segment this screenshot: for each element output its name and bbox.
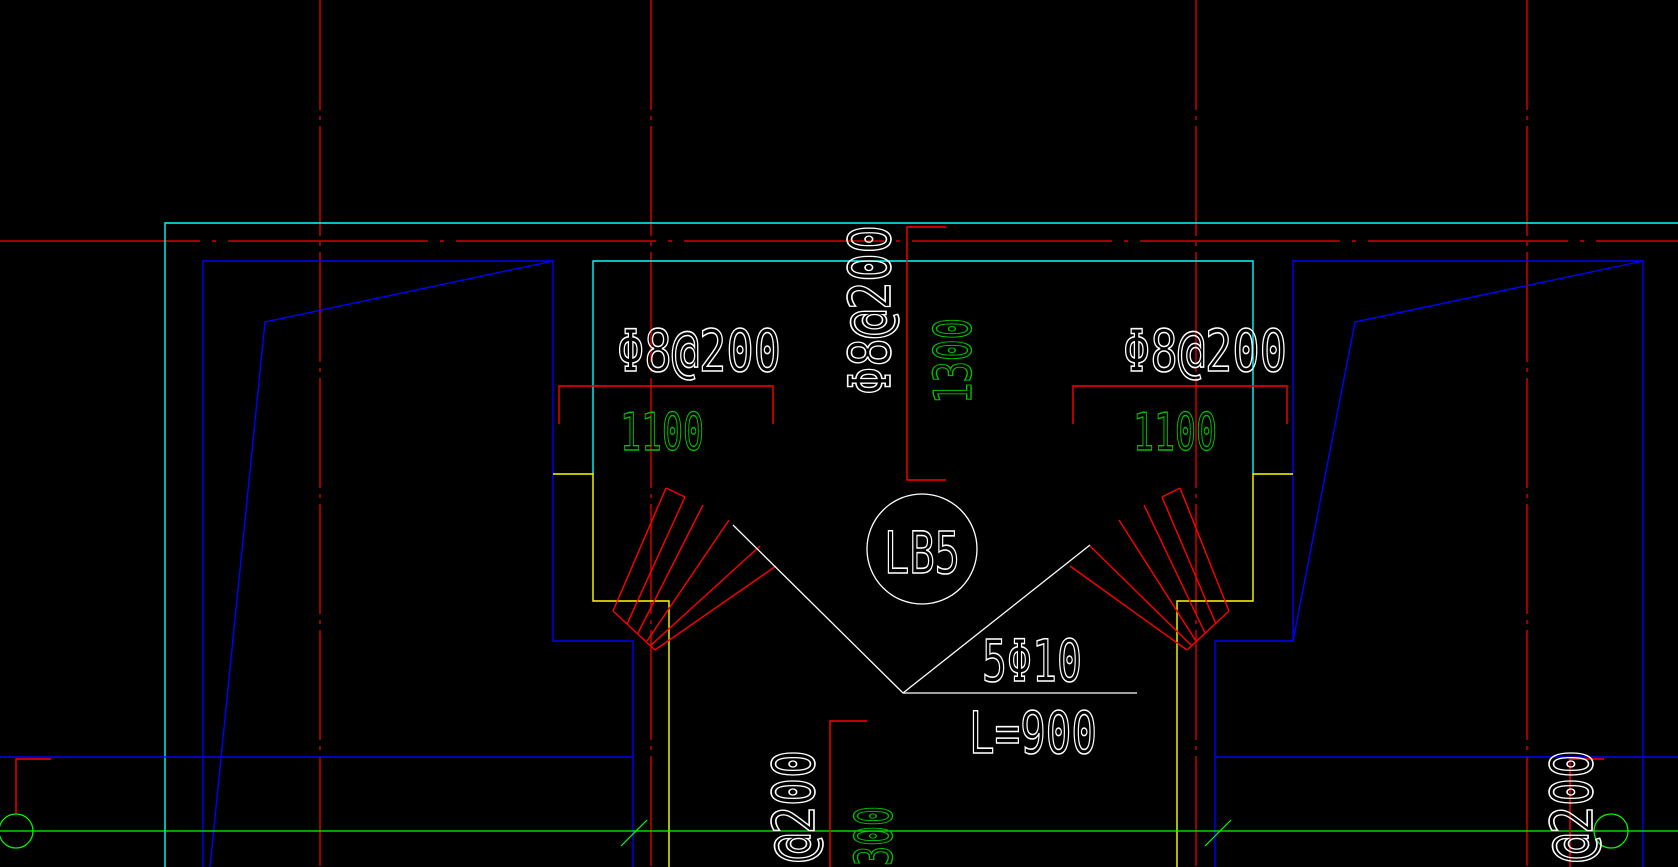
rebar-label-bottom-right-vertical: @200 — [1538, 750, 1606, 862]
column-right — [1176, 473, 1293, 867]
column-outlines — [553, 473, 1293, 867]
dimension-center-span: 1300 — [924, 318, 984, 404]
rebar-top-right — [1072, 385, 1288, 424]
fan-right-base — [1186, 610, 1230, 651]
leader-lines — [732, 493, 1137, 694]
diagonal-length-label: L=900 — [969, 699, 1097, 767]
slab-tag-circle — [866, 493, 978, 605]
rebar-label-center-vertical: Φ8@200 — [836, 225, 904, 395]
slab-tag-label: LB5 — [884, 519, 960, 587]
beam-right-slope — [1292, 260, 1644, 642]
fan-right-5 — [1089, 545, 1193, 647]
beam-outlines — [0, 260, 1678, 867]
dimension-left-span: 1100 — [620, 403, 704, 463]
fan-right-hook — [1161, 487, 1181, 498]
fan-left-2 — [626, 496, 686, 625]
rebar-bottom-left — [829, 720, 867, 867]
fan-left-3 — [637, 504, 704, 634]
green-tick-left — [620, 819, 648, 847]
green-circle-right — [1593, 813, 1629, 849]
rebar-bottom-edge — [15, 758, 51, 814]
beam-left-slope — [209, 260, 554, 867]
fan-right-3 — [1143, 504, 1206, 634]
rebar-label-left-top: Φ8@200 — [617, 317, 781, 385]
fan-right-4 — [1118, 519, 1197, 642]
inner-slab-edge — [592, 260, 1254, 474]
beam-left — [202, 260, 634, 867]
slab-outline — [164, 222, 1678, 867]
rebar-top-left — [558, 385, 774, 424]
fan-left-base — [612, 610, 656, 651]
rebar-label-bottom-left-vertical: @200 — [760, 750, 828, 862]
dimension-right-span: 1100 — [1133, 403, 1217, 463]
rebar-center — [906, 226, 946, 481]
fan-right-1 — [1179, 487, 1230, 612]
beam-right — [1214, 260, 1644, 867]
outer-slab-edge — [164, 222, 1678, 867]
rebar-bottom-right — [1569, 758, 1604, 867]
diagonal-count-label: 5Φ10 — [982, 627, 1082, 695]
column-left — [553, 473, 670, 867]
leader-right-diagonal — [902, 544, 1091, 694]
fan-right-6 — [1069, 565, 1188, 651]
rebar-marks — [15, 226, 1604, 867]
rebar-label-right-top: Φ8@200 — [1123, 317, 1287, 385]
fan-left-hook — [665, 487, 686, 498]
fan-right-2 — [1161, 496, 1217, 625]
fan-left-6 — [654, 565, 777, 651]
fan-left-1 — [612, 487, 667, 612]
fan-left-4 — [646, 519, 730, 642]
green-tick-right — [1204, 819, 1232, 847]
dimension-bottom-left-partial: 300 — [845, 806, 905, 866]
fan-left-5 — [649, 545, 761, 647]
